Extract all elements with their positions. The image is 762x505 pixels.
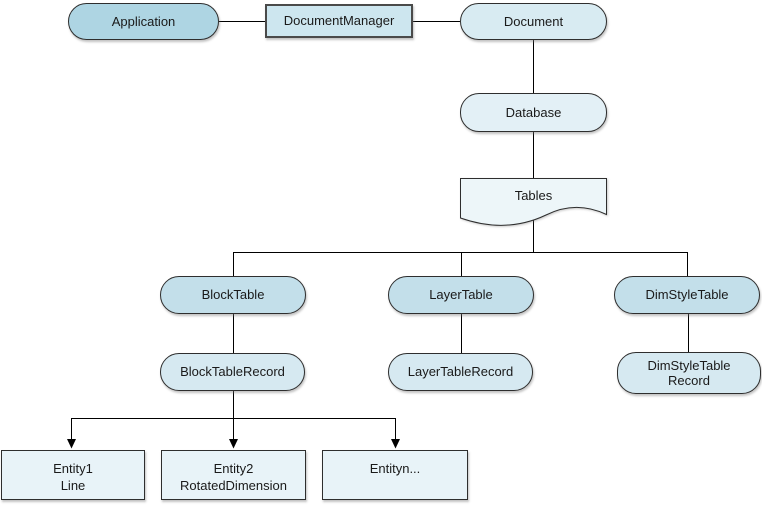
node-entityn: Entityn... xyxy=(322,450,468,500)
arrowhead-entity2 xyxy=(229,439,238,449)
node-application: Application xyxy=(68,3,219,40)
node-layer-table: LayerTable xyxy=(388,276,534,314)
node-layer-table-label: LayerTable xyxy=(429,287,493,302)
arrowhead-entity1 xyxy=(67,439,76,449)
node-block-table-record-label: BlockTableRecord xyxy=(180,364,285,379)
node-block-table-label: BlockTable xyxy=(201,287,265,302)
node-dim-style-table-record: DimStyleTable Record xyxy=(617,352,761,394)
node-database: Database xyxy=(460,93,607,132)
node-dim-style-table-label: DimStyleTable xyxy=(645,287,729,302)
node-entity1-line2: Line xyxy=(60,478,86,493)
node-document-manager: DocumentManager xyxy=(265,4,413,38)
node-database-label: Database xyxy=(505,104,562,120)
node-tables: Tables xyxy=(460,178,607,230)
node-dim-style-table-record-line2: Record xyxy=(668,373,710,388)
node-application-label: Application xyxy=(111,13,176,29)
node-document: Document xyxy=(460,3,607,40)
node-layer-table-record: LayerTableRecord xyxy=(388,353,533,391)
node-entityn-label: Entityn... xyxy=(369,461,421,476)
node-block-table-record: BlockTableRecord xyxy=(160,353,305,391)
node-entity2-line2: RotatedDimension xyxy=(180,478,287,493)
node-layer-table-record-label: LayerTableRecord xyxy=(407,364,514,379)
node-entity2: Entity2 RotatedDimension xyxy=(161,450,306,500)
node-dim-style-table-record-line1: DimStyleTable xyxy=(647,358,731,373)
node-block-table: BlockTable xyxy=(160,276,306,314)
node-document-manager-label: DocumentManager xyxy=(283,13,395,28)
node-entity1: Entity1 Line xyxy=(1,450,145,500)
node-document-label: Document xyxy=(503,13,564,29)
node-dim-style-table: DimStyleTable xyxy=(614,276,760,314)
node-entity2-line1: Entity2 xyxy=(213,461,254,476)
arrowhead-entityn xyxy=(391,439,400,449)
node-tables-label: Tables xyxy=(514,188,553,203)
node-entity1-line1: Entity1 xyxy=(53,461,93,476)
document-wave-shape xyxy=(460,178,607,226)
